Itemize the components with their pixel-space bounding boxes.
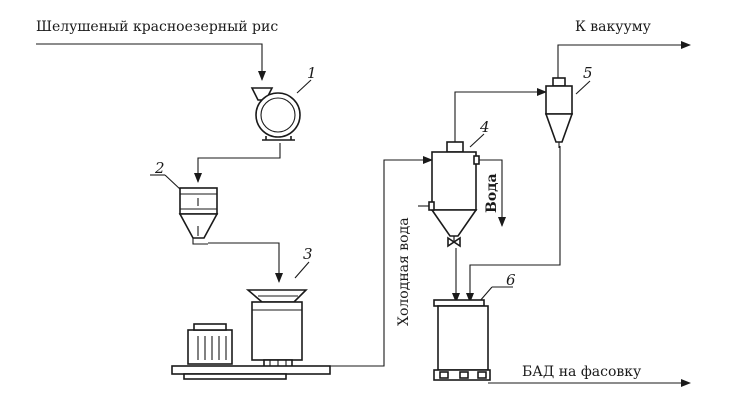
flow-1-to-2 (194, 143, 281, 183)
valve-icon (447, 236, 461, 248)
water-outlet-line (477, 159, 506, 227)
equipment-number-1: 1 (307, 64, 317, 82)
equipment-number-5: 5 (583, 64, 593, 82)
vacuum-label: К вакууму (575, 19, 652, 35)
equipment-number-4: 4 (479, 118, 490, 136)
cyclone-unit-5 (544, 77, 574, 148)
input-flow-line (36, 43, 266, 81)
huller-unit-1 (250, 87, 301, 141)
flow-2-to-3 (208, 242, 283, 283)
equipment-number-6: 6 (506, 271, 516, 289)
equipment-number-3: 3 (303, 245, 313, 263)
cooler-vessel-4 (428, 141, 480, 240)
input-label: Шелушеный красноезерный рис (36, 19, 278, 35)
flow-4-to-5 (454, 88, 547, 142)
equipment-number-2: 2 (154, 159, 165, 177)
vacuum-line (557, 41, 691, 78)
separator-unit-2 (178, 187, 219, 245)
receiver-unit-6 (433, 299, 491, 381)
flow-5-to-6 (466, 146, 561, 303)
flow-3-to-4 (330, 156, 433, 367)
water-label: Вода (484, 173, 500, 213)
mill-unit-3 (171, 289, 331, 380)
cold-water-label: Холодная вода (396, 217, 412, 326)
output-label: БАД на фасовку (522, 364, 642, 380)
